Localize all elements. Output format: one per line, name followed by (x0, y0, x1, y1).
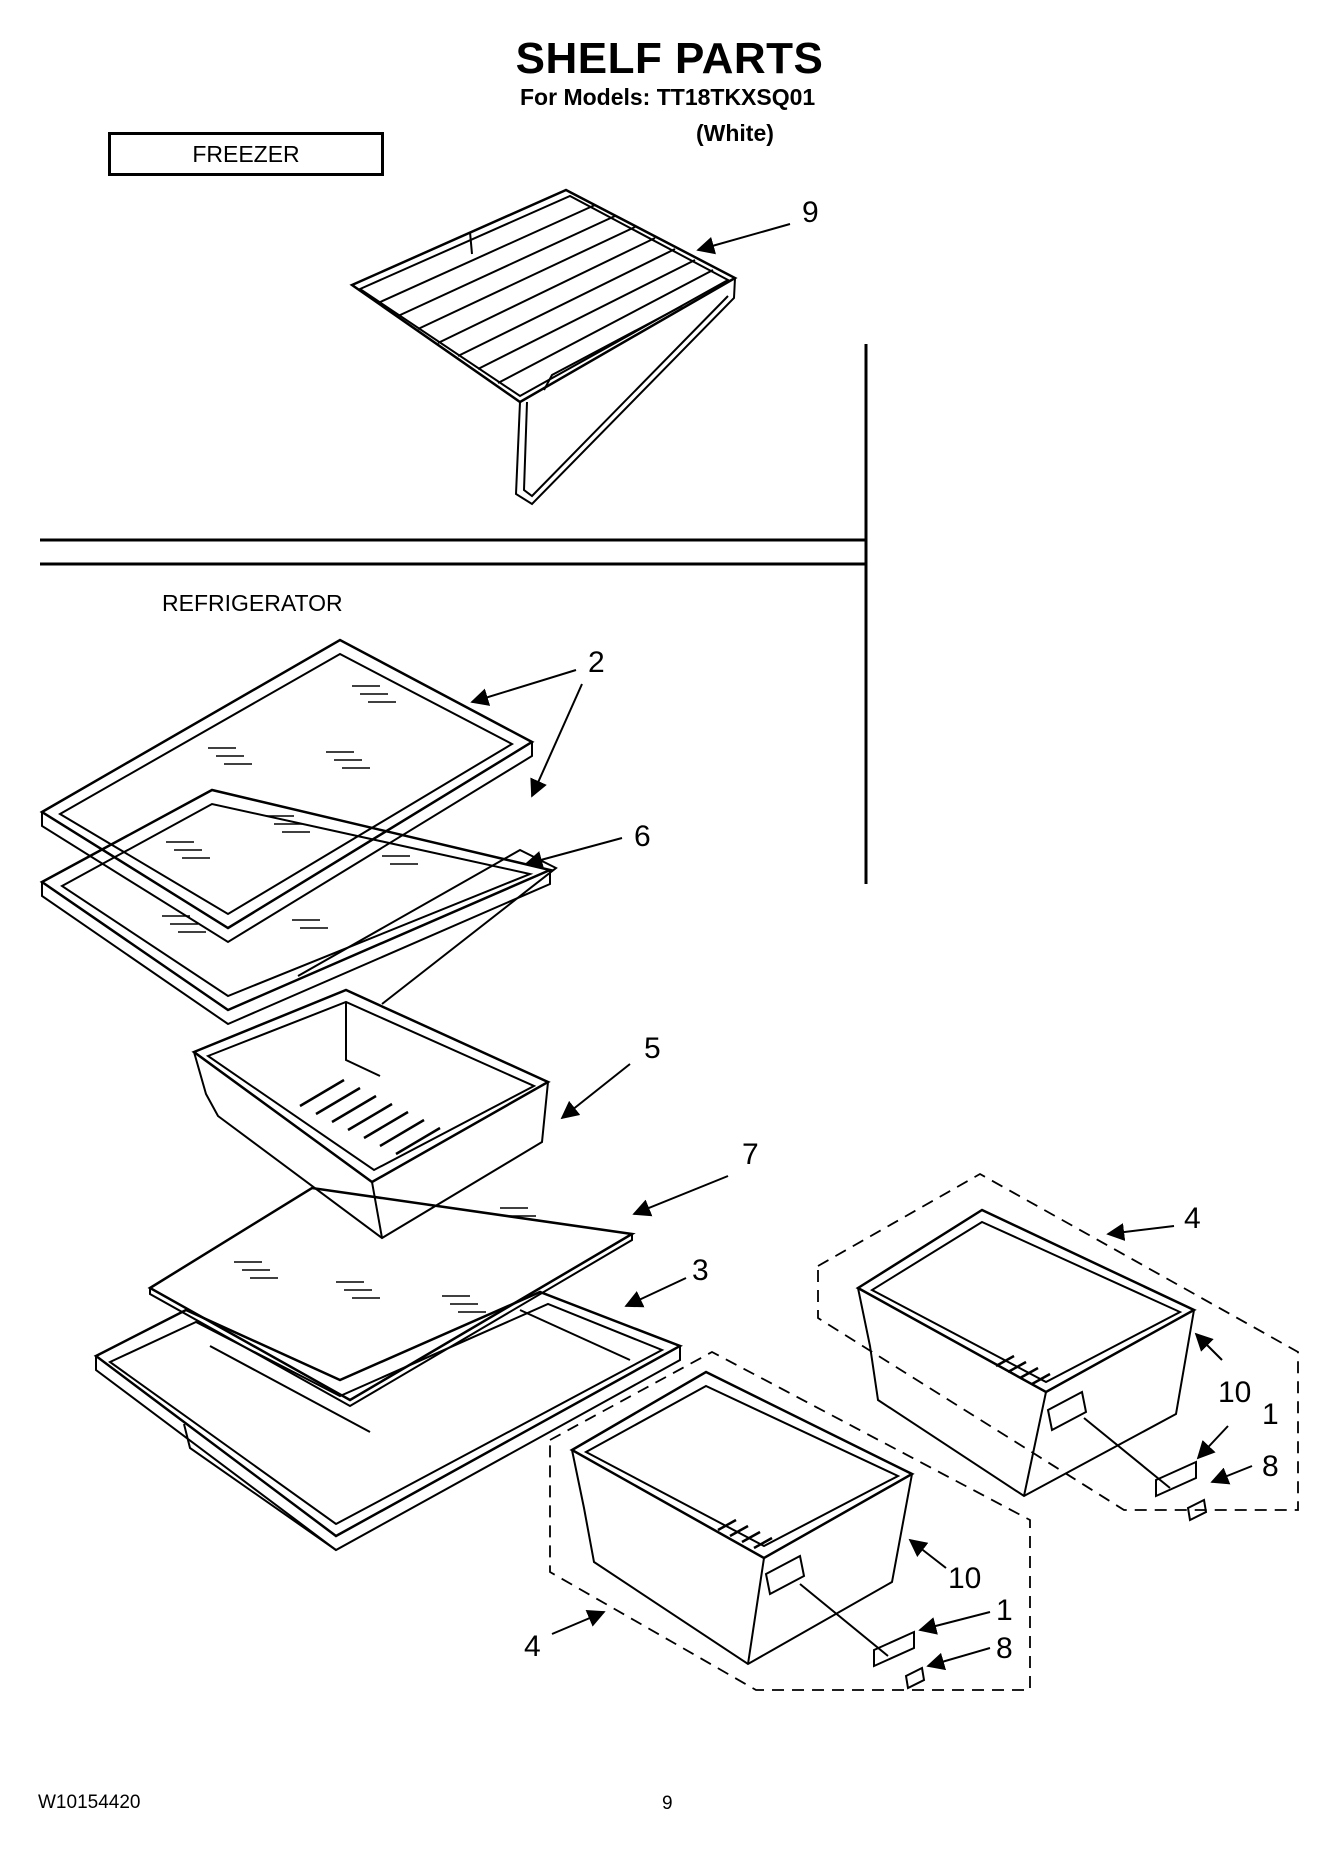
section-dividers (40, 344, 868, 884)
models-line: For Models: TT18TKXSQ01 (520, 84, 816, 110)
color-variant: (White) (696, 120, 774, 146)
freezer-section-label: FREEZER (108, 132, 384, 176)
glass-shelf-lower (39, 788, 558, 1026)
callout-2: 2 (588, 646, 605, 679)
refrigerator-section-label: REFRIGERATOR (162, 590, 343, 616)
callout-1-right: 1 (1262, 1398, 1279, 1431)
crisper-drawer-left (569, 1370, 915, 1666)
callout-5: 5 (644, 1032, 661, 1065)
callout-8-left: 8 (996, 1632, 1013, 1665)
bin-dashed-outline-left (549, 1350, 1031, 1691)
crisper-frame (93, 1290, 683, 1552)
callout-10-right: 10 (1218, 1376, 1251, 1409)
callout-4-left: 4 (524, 1630, 541, 1663)
glass-shelf-upper (39, 638, 535, 944)
callout-10-left: 10 (948, 1562, 981, 1595)
callout-4-right: 4 (1184, 1202, 1201, 1235)
crisper-glass-cover (147, 1186, 636, 1408)
clip-parts-right (1083, 1417, 1208, 1522)
callout-3: 3 (692, 1254, 709, 1287)
callout-1-left: 1 (996, 1594, 1013, 1627)
clip-parts-left (799, 1583, 926, 1690)
callout-6: 6 (634, 820, 651, 853)
crisper-drawer-right (855, 1208, 1197, 1498)
callout-9: 9 (802, 196, 819, 229)
page-number: 9 (662, 1793, 673, 1814)
bin-dashed-outline-right (817, 1172, 1299, 1511)
snack-pan (191, 988, 551, 1240)
callout-numbers: 9 2 6 5 7 3 4 10 1 8 10 1 8 4 (524, 196, 1279, 1665)
callout-8-right: 8 (1262, 1450, 1279, 1483)
page-title: SHELF PARTS (515, 34, 824, 83)
document-number: W10154420 (38, 1792, 141, 1813)
leader-arrows (470, 223, 1253, 1671)
callout-7: 7 (742, 1138, 759, 1171)
freezer-wire-shelf (349, 188, 738, 506)
